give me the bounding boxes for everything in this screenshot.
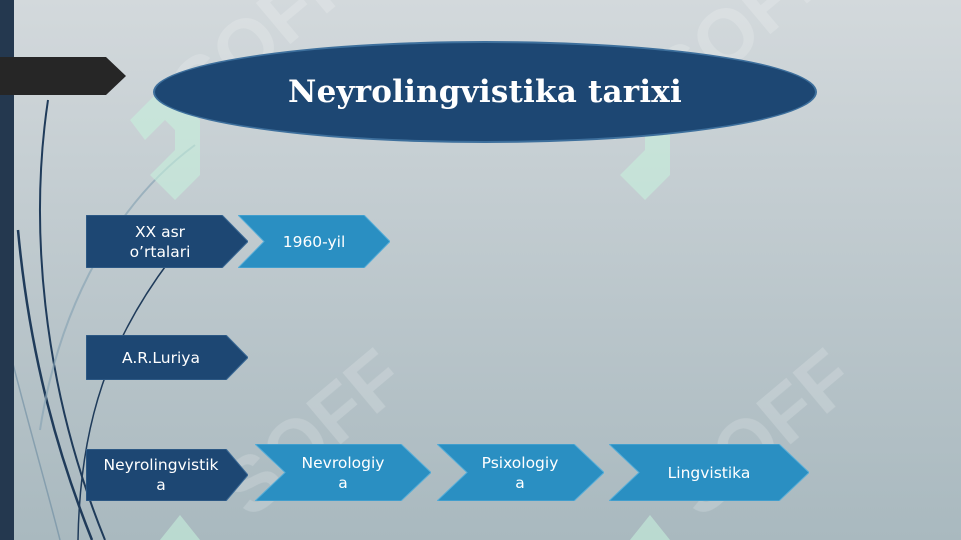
chevron-label: A.R.Luriya (86, 335, 236, 380)
chevron-line: A.R.Luriya (122, 348, 200, 367)
left-accent-bar (0, 0, 14, 540)
chevron-nevrologiya: Nevrologiy a (253, 443, 432, 502)
chevron-label: XX asr o’rtalari (86, 215, 234, 268)
chevron-a-r-luriya: A.R.Luriya (85, 334, 249, 381)
chevron-line: Psixologiy (481, 453, 559, 472)
chevron-shape (85, 334, 249, 381)
chevron-line: XX asr (134, 222, 186, 241)
chevron-line: a (515, 473, 525, 492)
chevron-line: a (156, 476, 166, 494)
slide-title: Neyrolingvistika tarixi (288, 74, 682, 110)
chevron-1960-yil: 1960-yil (236, 214, 391, 269)
chevron-label: Psixologiy a (462, 444, 578, 501)
chevron-label: 1960-yil (264, 215, 364, 268)
chevron-label: Lingvistika (639, 444, 779, 501)
chevron-line: Neyrolingvistik (103, 456, 219, 474)
chevron-line: Lingvistika (667, 463, 751, 482)
title-ellipse: Neyrolingvistika tarixi (153, 41, 817, 143)
chevron-psixologiya: Psixologiy a (435, 443, 605, 502)
chevron-line: a (338, 473, 348, 492)
chevron-line: 1960-yil (282, 232, 346, 251)
chevron-xx-asr: XX asr o’rtalari (85, 214, 249, 269)
chevron-neyrolingvistika: Neyrolingvistik a (85, 448, 249, 502)
chevron-line: Nevrologiy (301, 453, 385, 472)
title-tab-marker (0, 57, 126, 95)
chevron-shape (85, 448, 249, 502)
chevron-lingvistika: Lingvistika (607, 443, 810, 502)
chevron-line: o’rtalari (129, 242, 191, 261)
chevron-label: Neyrolingvistik a (86, 449, 236, 501)
chevron-label: Nevrologiy a (285, 444, 401, 501)
chevron-shape (85, 214, 249, 269)
